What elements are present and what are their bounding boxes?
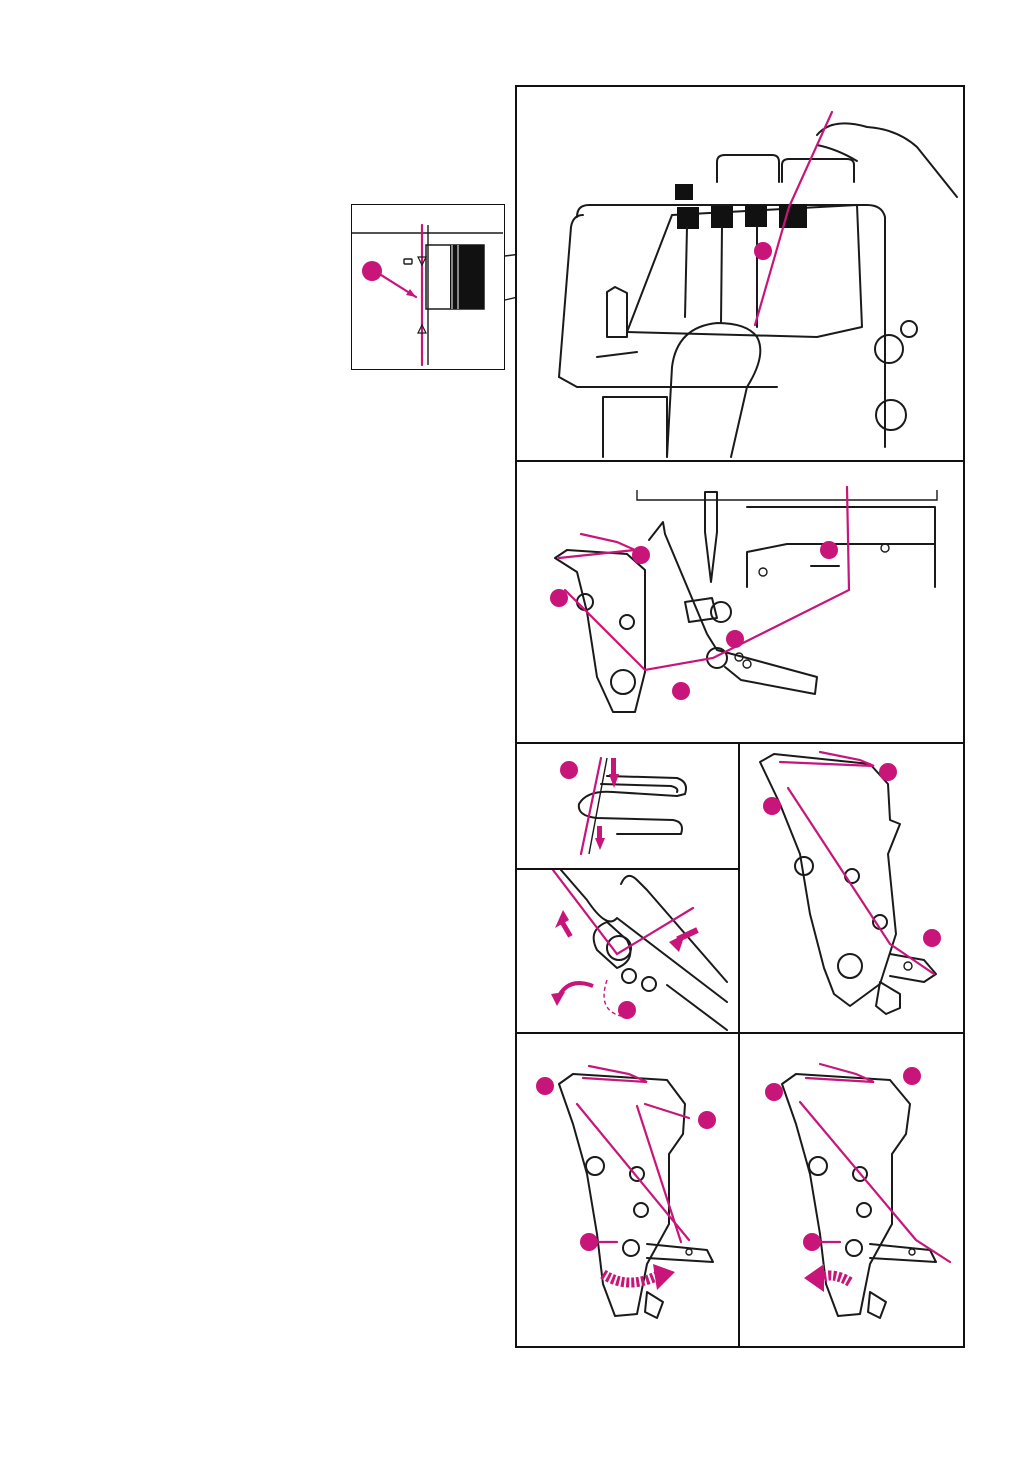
rotate-arrow-icon xyxy=(603,1274,657,1283)
screw-icon xyxy=(759,568,767,576)
step-4b-panel xyxy=(740,1034,963,1346)
marker-dot xyxy=(903,1067,921,1085)
step-2-panel xyxy=(517,462,963,744)
marker-dot xyxy=(618,1001,636,1019)
rotate-arrow-icon xyxy=(557,983,593,1000)
marker-dot xyxy=(560,761,578,779)
tension-discs-icon xyxy=(677,204,807,327)
looper-rotate-left-illustration xyxy=(740,1034,963,1346)
thread-guide-path-illustration xyxy=(517,462,963,742)
lower-looper-icon xyxy=(760,754,900,1006)
hand-icon xyxy=(667,323,760,457)
thread-line xyxy=(583,1066,647,1082)
marker-dot xyxy=(765,1083,783,1101)
marker-dot xyxy=(754,242,772,260)
step-3a-panel xyxy=(517,744,740,870)
marker-dot xyxy=(580,1233,598,1251)
marker-dot xyxy=(672,682,690,700)
thread-guide-hook-illustration xyxy=(517,744,738,868)
dial-knob-icon xyxy=(675,184,693,200)
looper-arm-icon xyxy=(649,522,817,694)
screw-icon xyxy=(881,544,889,552)
thread-line xyxy=(565,487,849,670)
thread-line xyxy=(800,1102,950,1262)
marker-dot xyxy=(550,589,568,607)
step-1-panel xyxy=(517,87,963,462)
thread-line xyxy=(788,788,934,974)
marker-dot xyxy=(763,797,781,815)
knob-icon xyxy=(875,335,903,363)
marker-dot xyxy=(879,763,897,781)
needle-icon xyxy=(705,492,717,582)
marker-dot xyxy=(632,546,650,564)
looper-eye-illustration xyxy=(517,870,738,1032)
marker-dot xyxy=(536,1077,554,1095)
step-4a-panel xyxy=(517,1034,740,1346)
marker-dot xyxy=(803,1233,821,1251)
knob-icon xyxy=(876,400,906,430)
hand-icon xyxy=(817,123,957,197)
marker-dot xyxy=(726,630,744,648)
marker-dot xyxy=(698,1111,716,1129)
looper-rotate-right-illustration xyxy=(517,1034,738,1346)
step-3b-panel xyxy=(517,870,740,1034)
step-3c-panel xyxy=(740,744,963,1034)
lower-looper-icon xyxy=(782,1074,910,1316)
steps-frame xyxy=(515,85,965,1348)
arrow-down-icon xyxy=(609,774,619,788)
lower-looper-icon xyxy=(555,550,645,712)
lower-looper-threaded-illustration xyxy=(740,744,963,1032)
threading-tension-dial-illustration xyxy=(517,87,963,460)
arrow-down-icon xyxy=(595,838,605,850)
marker-dot xyxy=(923,929,941,947)
marker-dot xyxy=(820,541,838,559)
